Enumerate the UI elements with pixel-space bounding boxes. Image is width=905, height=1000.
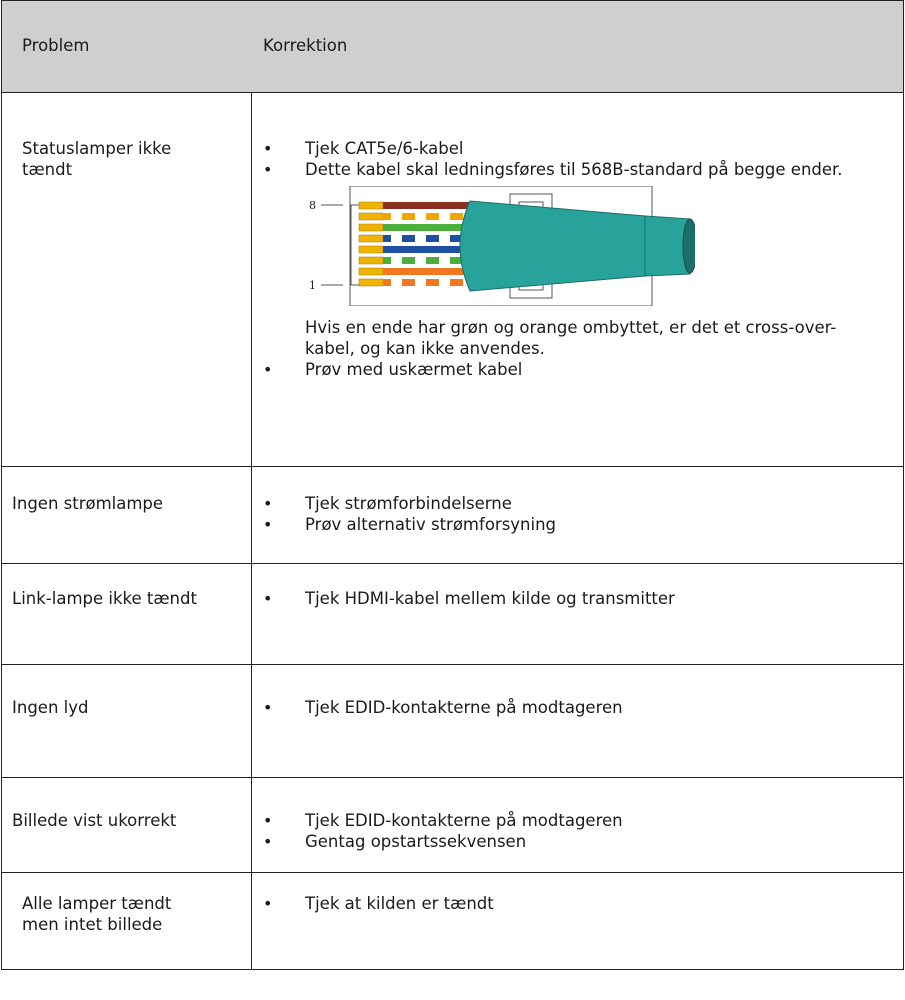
bullet-list: Tjek at kilden er tændt [253,893,903,914]
list-item: Dette kabel skal ledningsføres til 568B-… [253,159,873,180]
table-row-billede: Billede vist ukorrekt Tjek EDID-kontakte… [2,778,903,873]
wire [383,257,483,264]
wire [383,224,483,231]
cable-tail [644,215,691,277]
correction-cell: Tjek CAT5e/6-kabel Dette kabel skal ledn… [253,138,903,380]
table-row-ingen-lyd: Ingen lyd Tjek EDID-kontakterne på modta… [2,665,903,778]
troubleshooting-table: Problem Korrektion Statuslamper ikke tæn… [1,0,904,970]
cable-end [682,218,698,274]
wire-stripe [391,213,402,220]
connector-pin [358,212,384,221]
wire [383,279,483,286]
wire-stripe [439,235,450,242]
connector-pin [358,234,384,243]
wire [383,235,483,242]
list-item: Prøv med uskærmet kabel [253,359,873,380]
connector-pin [358,256,384,265]
connector-pin [358,201,384,210]
wire-group [350,201,483,287]
list-item: Gentag opstartssekvensen [253,831,903,852]
connector-pin [358,223,384,232]
connector-pin [358,267,384,276]
correction-cell: Tjek at kilden er tændt [253,893,903,914]
header-correction: Korrektion [263,36,348,55]
bullet-list: Tjek EDID-kontakterne på modtageren [253,697,903,718]
table-row-link-lampe: Link-lampe ikke tændt Tjek HDMI-kabel me… [2,564,903,665]
problem-cell: Link-lampe ikke tændt [12,589,197,608]
wire-stripe [415,257,426,264]
wire-stripe [391,257,402,264]
table-row-statuslamper: Statuslamper ikke tændt Tjek CAT5e/6-kab… [2,93,903,467]
wire-stripe [415,235,426,242]
header-problem: Problem [22,36,90,55]
wire [383,268,483,275]
list-item: Prøv alternativ strømforsyning [253,514,903,535]
problem-cell: Billede vist ukorrekt [12,811,177,830]
bullet-list: Tjek EDID-kontakterne på modtageren Gent… [253,810,903,852]
correction-cell: Tjek EDID-kontakterne på modtageren [253,697,903,718]
wire-stripe [391,279,402,286]
wire [383,246,483,253]
wire-stripe [415,213,426,220]
list-item: Tjek CAT5e/6-kabel [253,138,873,159]
list-item: Tjek EDID-kontakterne på modtageren [253,697,903,718]
list-item: Tjek HDMI-kabel mellem kilde og transmit… [253,588,903,609]
note-text: Hvis en ende har grøn og orange ombyttet… [305,318,837,358]
list-item: Tjek strømforbindelserne [253,493,903,514]
problem-cell: Ingen lyd [12,698,89,717]
table-row-alle-lamper: Alle lamper tændt men intet billede Tjek… [2,873,903,969]
cable-jacket [459,200,646,292]
correction-cell: Tjek EDID-kontakterne på modtageren Gent… [253,810,903,852]
pin-label-bottom: 1 [309,279,316,292]
bullet-list: Tjek strømforbindelserne Prøv alternativ… [253,493,903,535]
problem-cell: Statuslamper ikke tændt [22,139,172,179]
connector-pin [358,245,384,254]
bullet-list: Tjek CAT5e/6-kabel Dette kabel skal ledn… [253,138,873,180]
wire-stripe [439,257,450,264]
problem-cell: Ingen strømlampe [12,494,164,513]
wire-stripe [439,279,450,286]
bullet-list: Tjek HDMI-kabel mellem kilde og transmit… [253,588,903,609]
rj45-wiring-diagram: 8 1 [309,185,698,307]
wire-stripe [391,235,402,242]
pin-label-top: 8 [309,199,316,212]
list-item: Tjek at kilden er tændt [253,893,903,914]
problem-cell: Alle lamper tændt men intet billede [22,894,172,934]
wire [383,213,483,220]
wire [383,202,483,209]
bullet-list: Prøv med uskærmet kabel [253,359,873,380]
correction-cell: Tjek HDMI-kabel mellem kilde og transmit… [253,588,903,609]
wire-stripe [415,279,426,286]
pin-bracket [350,204,359,286]
correction-cell: Tjek strømforbindelserne Prøv alternativ… [253,493,903,535]
table-row-stromlampe: Ingen strømlampe Tjek strømforbindelsern… [2,467,903,564]
table-header-row: Problem Korrektion [2,1,903,93]
connector-pin [358,278,384,287]
list-item: Tjek EDID-kontakterne på modtageren [253,810,903,831]
column-divider [251,1,252,969]
wire-stripe [439,213,450,220]
